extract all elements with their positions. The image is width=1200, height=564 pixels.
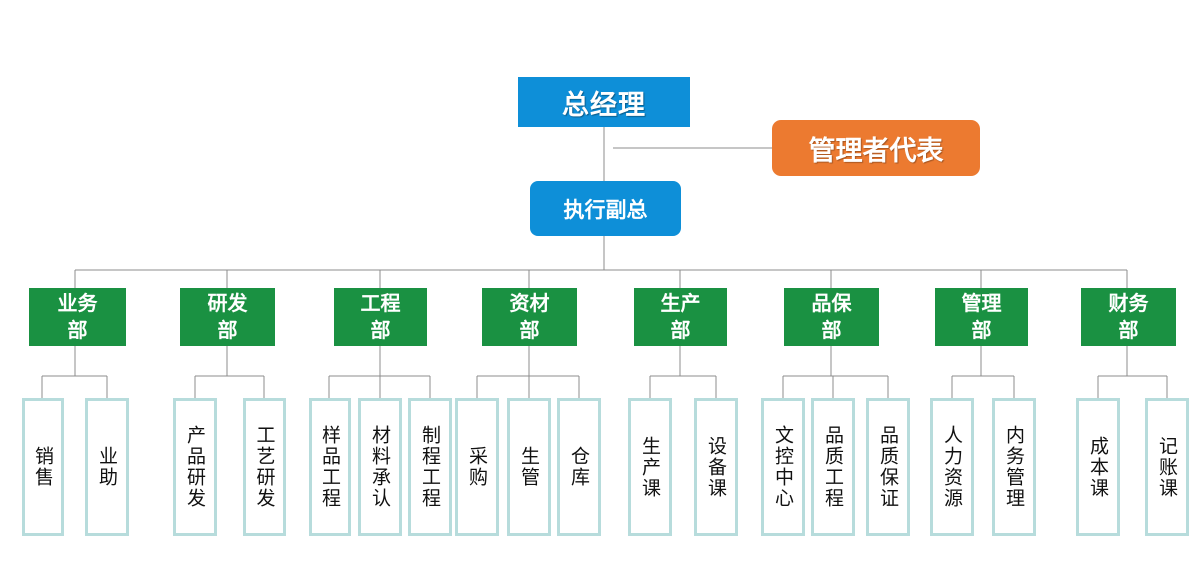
dept-label: 财务部 <box>1108 291 1149 342</box>
unit-label: 产品研发 <box>184 425 206 509</box>
dept-sales: 业务部 <box>29 288 126 346</box>
unit-box: 成本课 <box>1076 398 1120 536</box>
unit-label: 品质工程 <box>822 425 844 509</box>
dept-label: 研发部 <box>207 291 248 342</box>
unit-label: 人力资源 <box>941 425 963 509</box>
dept-finance: 财务部 <box>1081 288 1176 346</box>
unit-label: 内务管理 <box>1003 425 1025 509</box>
unit-label: 品质保证 <box>877 425 899 509</box>
management-rep-label: 管理者代表 <box>808 135 944 167</box>
dept-label: 资材部 <box>509 291 550 342</box>
unit-box: 品质工程 <box>811 398 855 536</box>
dept-label: 业务部 <box>57 291 98 342</box>
unit-box: 记账课 <box>1145 398 1189 536</box>
general-manager-label: 总经理 <box>562 89 646 121</box>
exec-vp-box: 执行副总 <box>530 181 681 236</box>
unit-box: 材料承认 <box>358 398 402 536</box>
dept-engineering: 工程部 <box>334 288 427 346</box>
unit-box: 文控中心 <box>761 398 805 536</box>
unit-label: 销售 <box>32 446 54 488</box>
unit-box: 仓库 <box>557 398 601 536</box>
unit-box: 设备课 <box>694 398 738 536</box>
unit-label: 业助 <box>96 446 118 488</box>
unit-box: 生管 <box>507 398 551 536</box>
unit-box: 产品研发 <box>173 398 217 536</box>
unit-label: 生管 <box>518 446 540 488</box>
unit-label: 仓库 <box>568 446 590 488</box>
unit-box: 内务管理 <box>992 398 1036 536</box>
unit-box: 人力资源 <box>930 398 974 536</box>
unit-box: 制程工程 <box>408 398 452 536</box>
dept-label: 品保部 <box>811 291 852 342</box>
dept-label: 工程部 <box>360 291 401 342</box>
unit-label: 制程工程 <box>419 425 441 509</box>
dept-label: 管理部 <box>961 291 1002 342</box>
management-rep-box: 管理者代表 <box>772 120 980 176</box>
unit-box: 采购 <box>455 398 499 536</box>
unit-label: 记账课 <box>1156 435 1178 499</box>
unit-box: 生产课 <box>628 398 672 536</box>
unit-box: 业助 <box>85 398 129 536</box>
unit-box: 工艺研发 <box>243 398 286 536</box>
dept-production: 生产部 <box>634 288 727 346</box>
unit-label: 材料承认 <box>369 425 391 509</box>
unit-label: 工艺研发 <box>253 425 276 509</box>
unit-box: 销售 <box>22 398 64 536</box>
unit-label: 样品工程 <box>319 425 341 509</box>
unit-label: 设备课 <box>705 435 727 499</box>
unit-box: 品质保证 <box>866 398 910 536</box>
unit-label: 生产课 <box>639 435 661 499</box>
dept-management: 管理部 <box>935 288 1028 346</box>
exec-vp-label: 执行副总 <box>563 197 648 222</box>
unit-label: 采购 <box>466 446 488 488</box>
dept-materials: 资材部 <box>482 288 577 346</box>
unit-label: 文控中心 <box>772 425 794 509</box>
dept-label: 生产部 <box>660 291 701 342</box>
unit-box: 样品工程 <box>309 398 351 536</box>
dept-rnd: 研发部 <box>180 288 275 346</box>
unit-label: 成本课 <box>1087 435 1109 499</box>
dept-quality: 品保部 <box>784 288 879 346</box>
general-manager-box: 总经理 <box>518 77 690 127</box>
